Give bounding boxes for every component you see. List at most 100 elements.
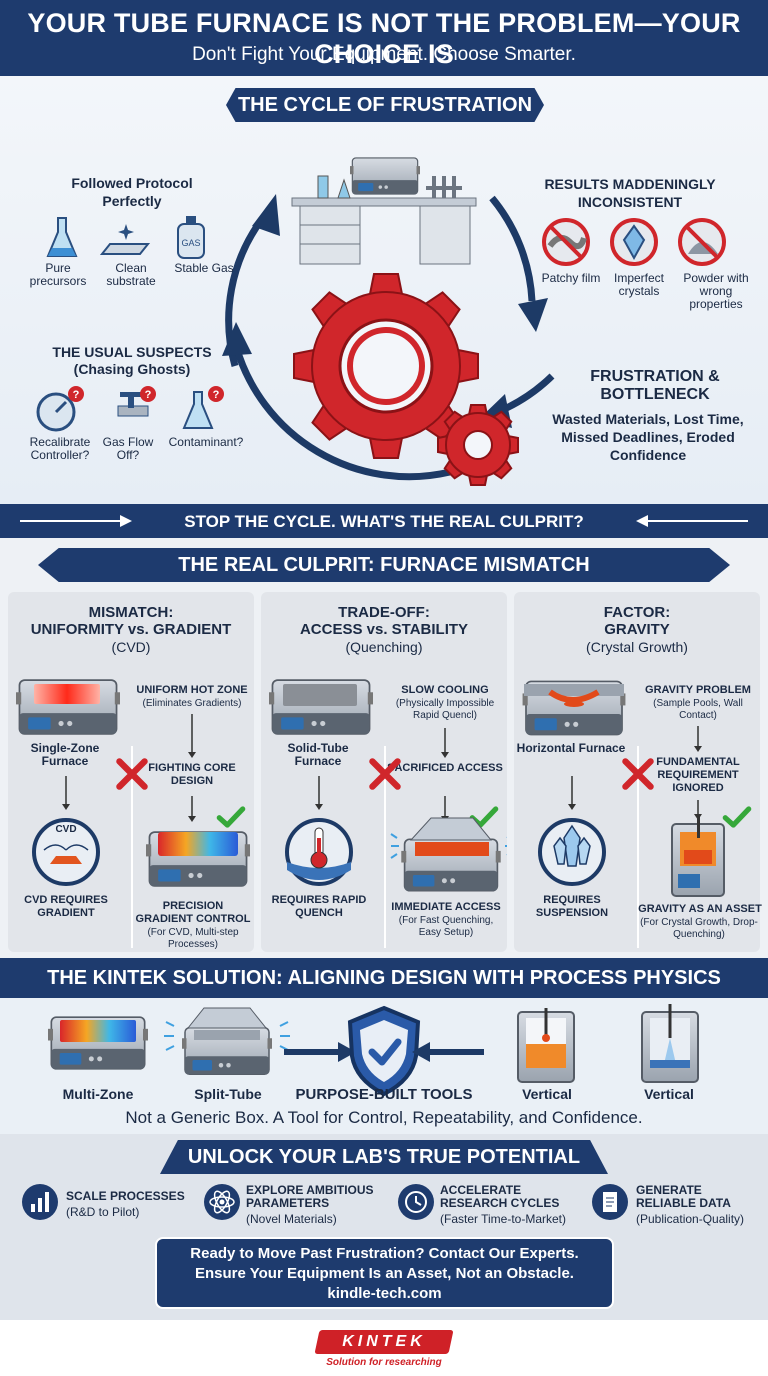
protocol-title: Followed Protocol Perfectly [71, 175, 193, 209]
vertical-furnace-icon [671, 816, 725, 897]
tool-multi-zone: Multi-Zone [62, 1086, 134, 1102]
page-subtitle: Don't Fight Your Equipment. Choose Smart… [192, 44, 576, 65]
suspects-item-0: Recalibrate Controller? [29, 435, 91, 462]
col2-furnace: Solid-Tube Furnace [287, 741, 349, 768]
split-tube-open-icon [390, 817, 507, 892]
results-item-1: Imperfect crystals [613, 271, 664, 298]
col1-solution: PRECISION GRADIENT CONTROL [135, 900, 251, 925]
vertical-furnace-icon-1 [517, 1008, 575, 1083]
big-gear-icon [293, 273, 479, 459]
cvd-need-icon [32, 818, 100, 886]
arrow-down-right [489, 195, 536, 302]
suspects-icons: ? ? ? [36, 386, 224, 432]
col2-head2: ACCESS vs. STABILITY [299, 621, 469, 638]
powder-icon [678, 218, 726, 266]
page-title: YOUR TUBE FURNACE IS NOT THE PROBLEM—YOU… [27, 8, 741, 69]
gas-cylinder-icon: GAS [177, 216, 205, 259]
col1-problem-sub: (Eliminates Gradients) [142, 698, 242, 709]
frustration-text: Wasted Materials, Lost Time, Missed Dead… [552, 411, 744, 463]
solution-graphic [48, 1004, 699, 1097]
substrate-icon [99, 224, 151, 255]
split-tube-furnace-icon [164, 1007, 290, 1076]
col1-conflict: FIGHTING CORE DESIGN [148, 762, 236, 787]
thermometer-icon [285, 818, 353, 886]
logo-text: KINTEK [342, 1333, 426, 1350]
unlock-item-2-title: ACCELERATE RESEARCH CYCLES [440, 1183, 560, 1210]
cta-box[interactable]: Ready to Move Past Frustration? Contact … [155, 1237, 614, 1309]
crystal-suspension-icon [538, 818, 606, 886]
cta-line-1: Ready to Move Past Frustration? Contact … [190, 1245, 579, 1262]
col2-conflict: SACRIFICED ACCESS [387, 762, 503, 774]
col3-conflict: FUNDAMENTAL REQUIREMENT IGNORED [656, 756, 740, 794]
protocol-item-2: Stable Gas [174, 261, 234, 275]
frustration-title: FRUSTRATION & BOTTLENECK [590, 368, 720, 403]
cycle-banner: THE CYCLE OF FRUSTRATION [226, 88, 544, 122]
valve-icon: ? [117, 386, 156, 417]
document-icon [592, 1184, 628, 1220]
col1-furnace: Single-Zone Furnace [30, 741, 100, 768]
col2-solution: IMMEDIATE ACCESS [391, 901, 501, 913]
col3-connectors [538, 726, 760, 948]
suspects-title: THE USUAL SUSPECTS [52, 344, 212, 360]
solid-tube-furnace-icon [269, 679, 373, 735]
col2-sub: (Quenching) [345, 639, 423, 655]
suspects-subtitle: (Chasing Ghosts) [73, 361, 191, 377]
clock-icon [398, 1184, 434, 1220]
cta-line-2: Ensure Your Equipment Is an Asset, Not a… [195, 1265, 574, 1282]
unlock-item-1-sub: (Novel Materials) [246, 1212, 337, 1226]
col3-sub: (Crystal Growth) [586, 639, 688, 655]
svg-text:GAS: GAS [181, 238, 200, 248]
col1-sub: (CVD) [111, 639, 151, 655]
unlock-banner-text: UNLOCK YOUR LAB'S TRUE POTENTIAL [187, 1146, 581, 1168]
results-item-0: Patchy film [541, 271, 601, 285]
crystal-icon [610, 218, 658, 266]
svg-text:?: ? [73, 389, 80, 401]
gradient-furnace-icon [146, 831, 250, 887]
protocol-item-1: Clean substrate [106, 261, 156, 288]
single-zone-furnace-icon [16, 679, 120, 735]
col3-need: REQUIRES SUSPENSION [535, 894, 609, 919]
contaminant-flask-icon: ? [182, 386, 224, 429]
col3-problem-sub: (Sample Pools, Wall Contact) [653, 698, 743, 721]
horizontal-furnace-icon [522, 680, 626, 736]
cta-website-link[interactable]: kindle-tech.com [327, 1285, 442, 1302]
col2-solution-sub: (For Fast Quenching, Easy Setup) [398, 915, 494, 938]
multi-zone-furnace-icon [48, 1016, 148, 1070]
solution-banner: THE KINTEK SOLUTION: ALIGNING DESIGN WIT… [0, 958, 768, 998]
flask-icon [46, 217, 78, 257]
stop-bar-text: STOP THE CYCLE. WHAT'S THE REAL CULPRIT? [184, 512, 584, 531]
atom-icon [204, 1184, 240, 1220]
stop-bar: STOP THE CYCLE. WHAT'S THE REAL CULPRIT? [0, 504, 768, 538]
tool-split-tube: Split-Tube [194, 1086, 262, 1102]
protocol-icons: GAS [46, 216, 205, 259]
chart-icon [22, 1184, 58, 1220]
arrow-bottom [232, 345, 451, 481]
lab-desk-icon [291, 157, 477, 265]
col3-head2: GRAVITY [604, 621, 670, 638]
col3-head1: FACTOR: [603, 604, 671, 621]
col3-solution-sub: (For Crystal Growth, Drop-Quenching) [640, 917, 758, 940]
col1-connectors [32, 714, 250, 948]
unlock-icons [22, 1184, 628, 1220]
purpose-built-label: PURPOSE-BUILT TOOLS [295, 1086, 473, 1103]
tool-vertical-1: Vertical [522, 1086, 572, 1102]
unlock-item-2-sub: (Faster Time-to-Market) [440, 1212, 567, 1226]
solution-tagline: Not a Generic Box. A Tool for Control, R… [125, 1108, 643, 1127]
logo-tagline: Solution for researching [326, 1357, 442, 1368]
col3-problem-title: GRAVITY PROBLEM [645, 684, 751, 696]
vertical-furnace-icon-2 [641, 1004, 699, 1083]
col2-problem-sub: (Physically Impossible Rapid Quencl) [395, 698, 495, 721]
col1-need-icon-label: CVD [55, 824, 77, 835]
col2-head1: TRADE-OFF: [338, 604, 430, 621]
unlock-banner: UNLOCK YOUR LAB'S TRUE POTENTIAL [160, 1140, 608, 1174]
shield-check-icon [347, 1005, 421, 1097]
unlock-item-3-sub: (Publication-Quality) [636, 1212, 745, 1226]
results-icons [542, 218, 726, 266]
results-title: RESULTS MADDENINGLY INCONSISTENT [544, 176, 716, 210]
cycle-banner-text: THE CYCLE OF FRUSTRATION [237, 94, 533, 116]
small-gear-icon [437, 404, 519, 486]
suspects-item-2: Contaminant? [168, 435, 244, 449]
suspects-item-1: Gas Flow Off? [102, 435, 154, 462]
kintek-logo: KINTEK [314, 1330, 454, 1354]
gauge-icon: ? [36, 386, 84, 432]
